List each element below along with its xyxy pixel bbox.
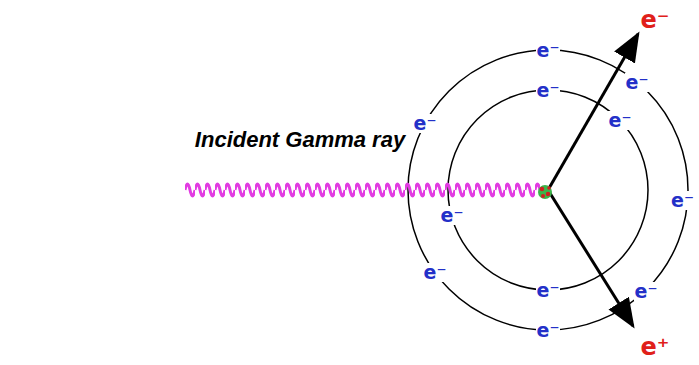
emitted-electron: e⁻ [640,8,671,32]
orbital-electron: e⁻ [536,81,561,100]
orbital-electron: e⁻ [608,111,633,130]
orbital-electron: e⁻ [536,41,561,60]
orbital-electron: e⁻ [634,282,659,301]
orbital-electron: e⁻ [536,281,561,300]
orbital-electron: e⁻ [625,73,650,92]
orbital-electron: e⁻ [413,114,438,133]
emitted-positron: e⁺ [640,335,671,359]
orbital-electron: e⁻ [440,206,465,225]
electron-track [548,34,638,190]
orbital-electron: e⁻ [536,321,561,340]
orbital-electron: e⁻ [670,191,695,210]
gamma-ray-wave [185,176,540,204]
nucleus [538,185,552,199]
beam-label: Incident Gamma ray [195,129,405,151]
orbital-electron: e⁻ [423,263,448,282]
positron-track [548,190,633,326]
